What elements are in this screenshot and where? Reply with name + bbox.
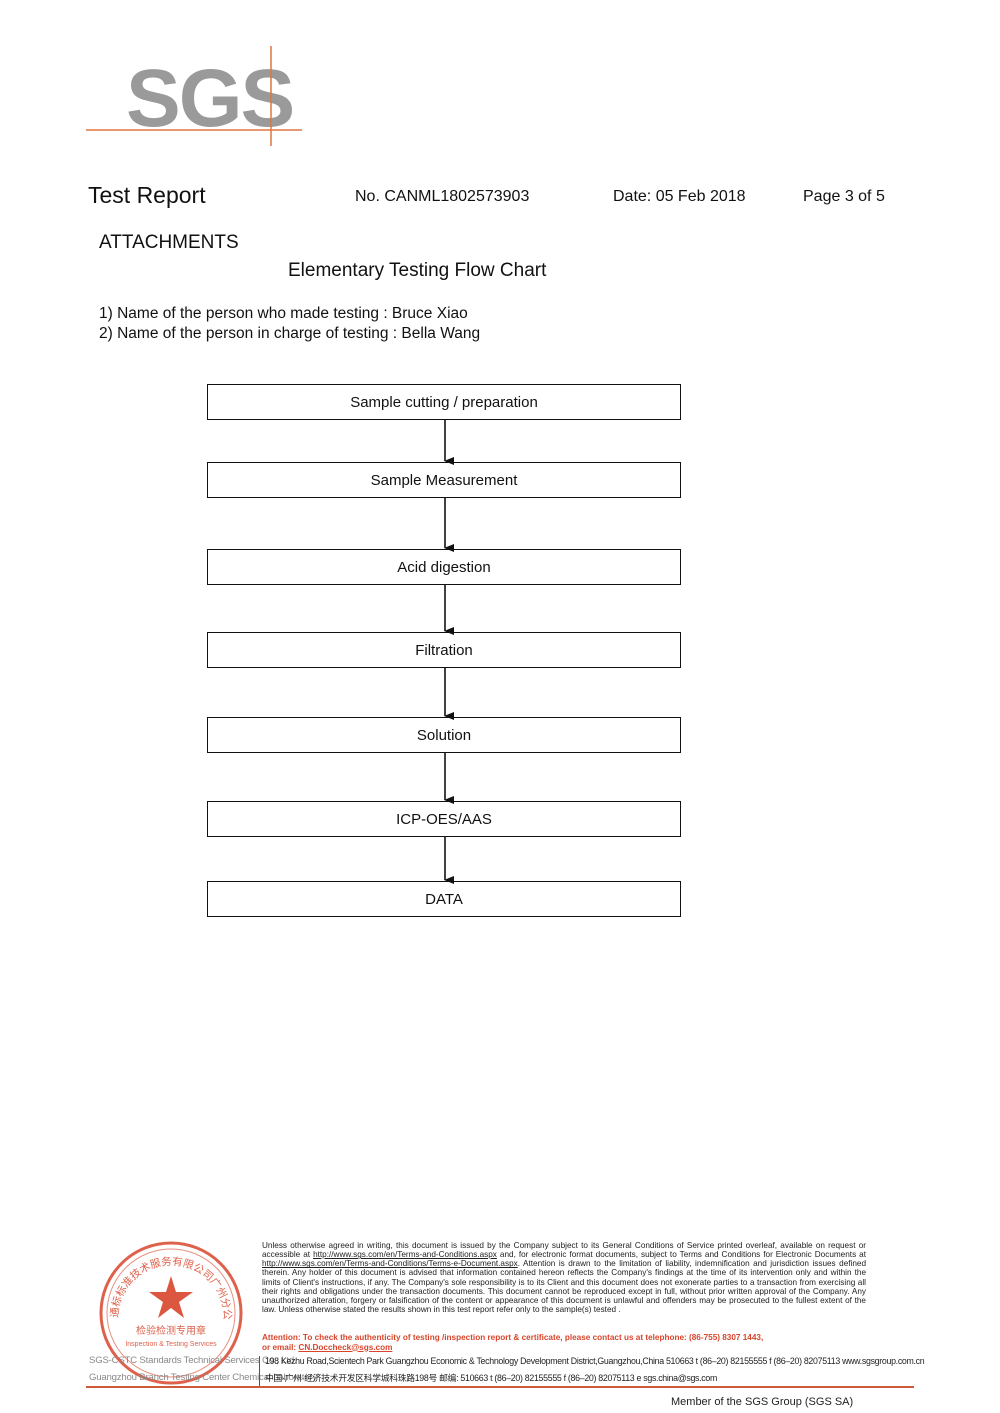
terms-text-1: Unless otherwise agreed in writing, this…	[262, 1241, 866, 1260]
tester-name-line: 1) Name of the person who made testing :…	[99, 305, 468, 322]
flow-step-sample-measurement: Sample Measurement	[207, 462, 681, 498]
terms-text-3: . Attention is drawn to the limitation o…	[262, 1259, 866, 1315]
flow-step-filtration: Filtration	[207, 632, 681, 668]
sgs-logo-text: SGS	[126, 53, 293, 144]
section-heading: ATTACHMENTS	[99, 232, 239, 253]
footer-rule	[86, 1386, 914, 1388]
attention-line: Attention: To check the authenticity of …	[262, 1333, 764, 1342]
page-number: Page 3 of 5	[803, 188, 885, 205]
email-prefix: or email:	[262, 1342, 299, 1352]
footer-divider	[259, 1356, 260, 1386]
report-title: Test Report	[88, 182, 206, 208]
terms-link-1[interactable]: http://www.sgs.com/en/Terms-and-Conditio…	[313, 1250, 497, 1260]
svg-text:Inspection & Testing Services: Inspection & Testing Services	[125, 1341, 217, 1348]
authenticity-notice: Attention: To check the authenticity of …	[262, 1333, 866, 1352]
flow-chart-title: Elementary Testing Flow Chart	[288, 260, 547, 281]
address-chinese: 中国·广州·经济技术开发区科学城科珠路198号 邮编: 510663 t (86…	[265, 1373, 718, 1383]
report-number: No. CANML1802573903	[355, 188, 530, 205]
address-english: 198 Kezhu Road,Scientech Park Guangzhou …	[265, 1356, 925, 1366]
flow-step-data: DATA	[207, 881, 681, 917]
sgs-group-membership: Member of the SGS Group (SGS SA)	[671, 1396, 854, 1408]
email-line: or email: CN.Doccheck@sgs.com	[262, 1343, 866, 1353]
flow-step-solution: Solution	[207, 717, 681, 753]
report-date: Date: 05 Feb 2018	[613, 188, 746, 205]
company-seal-stamp: 通标标准技术服务有限公司广州分公司 检验检测专用章 Inspection & T…	[96, 1238, 243, 1385]
doccheck-email-link[interactable]: CN.Doccheck@sgs.com	[298, 1342, 393, 1352]
flow-step-acid-digestion: Acid digestion	[207, 549, 681, 585]
laboratory-name: Guangzhou Branch Testing Center Chemical…	[89, 1372, 318, 1383]
terms-and-conditions: Unless otherwise agreed in writing, this…	[262, 1241, 866, 1314]
sgs-logo: SGS	[86, 46, 302, 146]
terms-text-2: and, for electronic format documents, su…	[496, 1250, 866, 1260]
flow-step-sample-cutting: Sample cutting / preparation	[207, 384, 681, 420]
terms-link-2[interactable]: http://www.sgs.com/en/Terms-and-Conditio…	[262, 1259, 518, 1269]
supervisor-name-line: 2) Name of the person in charge of testi…	[99, 325, 481, 342]
flow-step-icp-oes-aas: ICP-OES/AAS	[207, 801, 681, 837]
company-name: SGS-CSTC Standards Technical Services Co…	[89, 1355, 297, 1366]
svg-text:检验检测专用章: 检验检测专用章	[136, 1324, 206, 1337]
